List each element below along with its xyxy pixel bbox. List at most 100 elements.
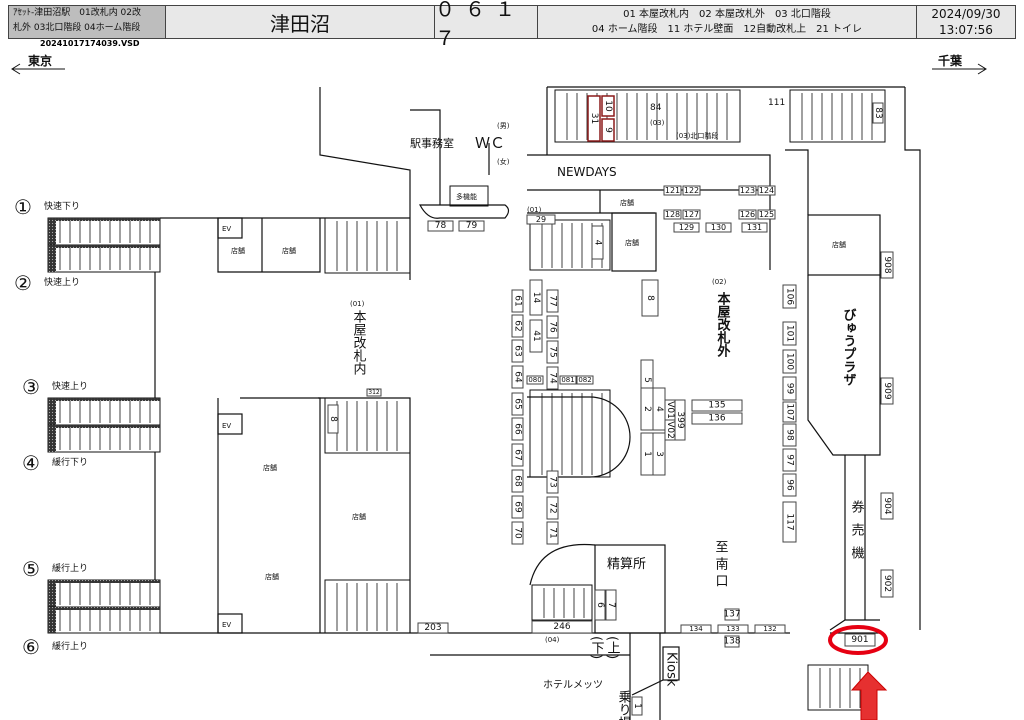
marker-box-67[interactable]: 67 xyxy=(511,443,524,467)
marker-box-128[interactable]: 128 xyxy=(663,209,682,220)
marker-box-082[interactable]: 082 xyxy=(576,375,594,385)
marker-box-75[interactable]: 75 xyxy=(546,340,559,364)
platform-line-label: 快速上り xyxy=(44,276,80,288)
marker-box-399[interactable]: 399 xyxy=(674,399,686,441)
marker-box-31[interactable]: 31 xyxy=(587,95,601,142)
marker-box-7[interactable]: 7 xyxy=(605,589,617,621)
marker-box-73[interactable]: 73 xyxy=(546,470,559,494)
marker-box-1[interactable]: 1 xyxy=(631,696,643,716)
marker-number: 83 xyxy=(873,107,883,118)
marker-box-100[interactable]: 100 xyxy=(782,349,797,374)
marker-box-6[interactable]: 6 xyxy=(594,589,606,621)
marker-box-61[interactable]: 61 xyxy=(511,289,524,313)
marker-box-904[interactable]: 904 xyxy=(880,492,894,520)
marker-box-123[interactable]: 123 xyxy=(738,185,757,196)
marker-box-138[interactable]: 138 xyxy=(723,635,741,648)
marker-box-111[interactable]: 111 xyxy=(768,98,785,108)
marker-box-136[interactable]: 136 xyxy=(691,412,743,425)
marker-box-65[interactable]: 65 xyxy=(511,392,524,416)
marker-box-63[interactable]: 63 xyxy=(511,339,524,363)
marker-box-66[interactable]: 66 xyxy=(511,417,524,441)
marker-box-246[interactable]: 246 xyxy=(531,620,593,634)
marker-box-129[interactable]: 129 xyxy=(673,222,700,233)
shop-label: 店舗 xyxy=(231,246,245,255)
marker-box-77[interactable]: 77 xyxy=(546,289,559,313)
area-code: (01) xyxy=(527,206,542,214)
marker-box-97[interactable]: 97 xyxy=(782,448,797,472)
marker-number: 9 xyxy=(603,127,613,133)
marker-box-081[interactable]: 081 xyxy=(559,375,577,385)
marker-box-124[interactable]: 124 xyxy=(757,185,776,196)
marker-number: 908 xyxy=(882,256,892,273)
marker-box-98[interactable]: 98 xyxy=(782,423,797,447)
marker-box-62[interactable]: 62 xyxy=(511,314,524,338)
marker-box-9[interactable]: 9 xyxy=(601,118,615,142)
marker-number: 84 xyxy=(650,103,662,113)
marker-box-106[interactable]: 106 xyxy=(782,284,797,309)
marker-box-909[interactable]: 909 xyxy=(880,377,894,405)
marker-box-74[interactable]: 74 xyxy=(546,366,559,390)
marker-box-78[interactable]: 78 xyxy=(427,220,454,232)
marker-box-2[interactable]: 2 xyxy=(640,387,654,431)
marker-box-127[interactable]: 127 xyxy=(682,209,701,220)
marker-number: 63 xyxy=(513,345,523,356)
marker-box-312[interactable]: 312 xyxy=(366,388,382,397)
marker-box-126[interactable]: 126 xyxy=(738,209,757,220)
marker-box-14[interactable]: 14 xyxy=(529,279,543,316)
marker-box-72[interactable]: 72 xyxy=(546,496,559,520)
marker-number: 136 xyxy=(708,414,725,424)
marker-box-68[interactable]: 68 xyxy=(511,469,524,493)
marker-box-4[interactable]: 4 xyxy=(591,225,604,260)
marker-box-135[interactable]: 135 xyxy=(691,399,743,412)
marker-box-8[interactable]: 8 xyxy=(641,279,659,317)
marker-box-080[interactable]: 080 xyxy=(526,375,544,385)
marker-box-203[interactable]: 203 xyxy=(417,622,449,634)
marker-box-76[interactable]: 76 xyxy=(546,315,559,339)
marker-box-83[interactable]: 83 xyxy=(872,102,884,124)
to-south-exit-label: 至南口 xyxy=(713,540,729,591)
marker-box-137[interactable]: 137 xyxy=(723,608,741,621)
marker-box-3[interactable]: 3 xyxy=(652,432,666,476)
marker-number: 106 xyxy=(785,288,795,305)
marker-box-29[interactable]: 29 xyxy=(526,214,556,225)
marker-box-8[interactable]: 8 xyxy=(327,404,339,434)
marker-box-V02[interactable]: V02 xyxy=(664,419,676,441)
marker-box-133[interactable]: 133 xyxy=(717,624,749,634)
marker-number: 135 xyxy=(708,401,725,411)
marker-box-71[interactable]: 71 xyxy=(546,521,559,545)
marker-box-V01[interactable]: V01 xyxy=(664,399,676,421)
marker-box-125[interactable]: 125 xyxy=(757,209,776,220)
marker-box-4[interactable]: 4 xyxy=(652,387,666,431)
marker-number: 31 xyxy=(589,113,599,124)
marker-box-41[interactable]: 41 xyxy=(529,319,543,353)
marker-number: 70 xyxy=(513,527,523,539)
area-code: (01) xyxy=(350,300,365,308)
marker-box-117[interactable]: 117 xyxy=(782,501,797,543)
marker-box-79[interactable]: 79 xyxy=(458,220,485,232)
marker-box-130[interactable]: 130 xyxy=(705,222,732,233)
marker-box-902[interactable]: 902 xyxy=(880,569,894,598)
marker-box-121[interactable]: 121 xyxy=(663,185,682,196)
marker-box-107[interactable]: 107 xyxy=(782,401,797,423)
marker-box-908[interactable]: 908 xyxy=(880,251,894,279)
marker-box-69[interactable]: 69 xyxy=(511,495,524,519)
marker-number: V01 xyxy=(665,401,675,419)
marker-box-84[interactable]: 84 xyxy=(650,103,662,113)
marker-box-122[interactable]: 122 xyxy=(682,185,701,196)
marker-box-132[interactable]: 132 xyxy=(754,624,786,634)
marker-box-131[interactable]: 131 xyxy=(741,222,768,233)
marker-box-134[interactable]: 134 xyxy=(680,624,712,634)
marker-box-64[interactable]: 64 xyxy=(511,365,524,389)
marker-box-10[interactable]: 10 xyxy=(601,95,615,117)
marker-box-99[interactable]: 99 xyxy=(782,376,797,401)
marker-box-1[interactable]: 1 xyxy=(640,432,654,476)
marker-box-101[interactable]: 101 xyxy=(782,321,797,346)
marker-box-96[interactable]: 96 xyxy=(782,473,797,497)
highlighted-marker-901[interactable]: 901 xyxy=(844,633,876,647)
newdays-label: NEWDAYS xyxy=(557,165,617,179)
station-office-label: 駅事務室 xyxy=(410,136,454,150)
marker-box-70[interactable]: 70 xyxy=(511,521,524,545)
